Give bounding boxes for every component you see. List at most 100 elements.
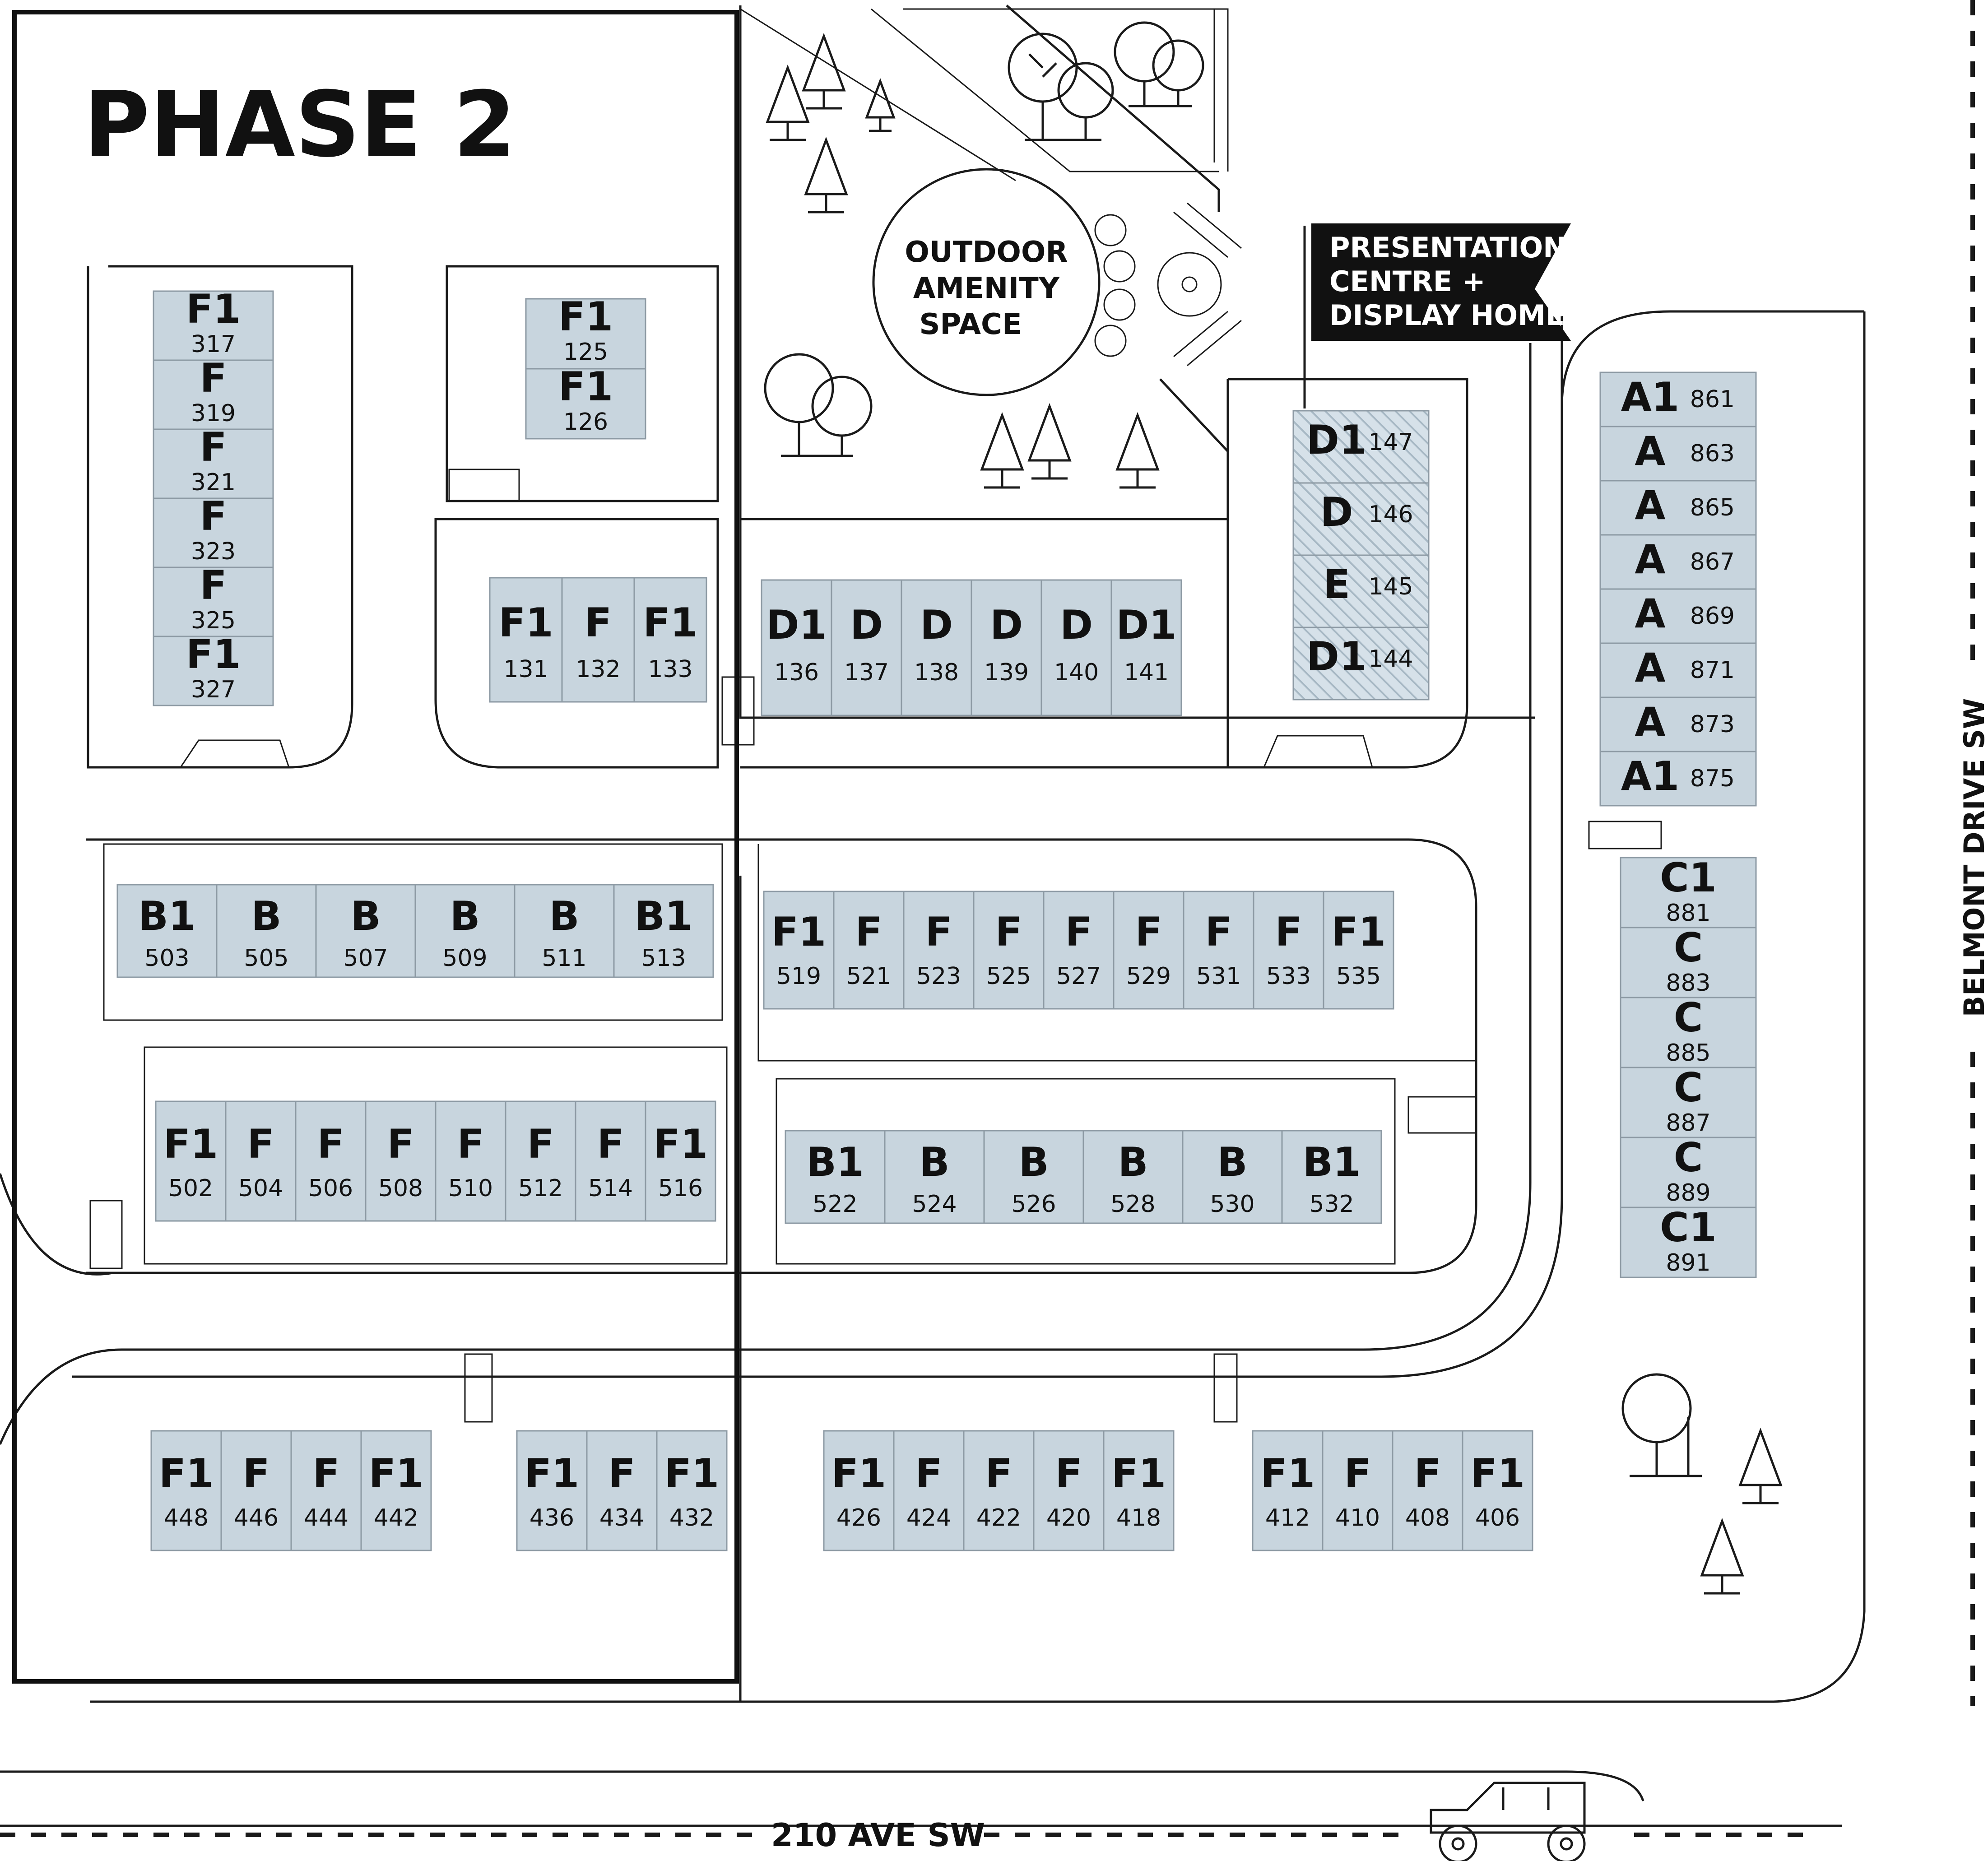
unit-type-label: C1	[1660, 1204, 1717, 1251]
unit-number-label: 519	[776, 963, 821, 990]
presentation-centre-flag: PRESENTATION CENTRE + DISPLAY HOMES	[1303, 223, 1585, 408]
unit-number-label: 323	[191, 538, 236, 565]
unit-block	[586, 1430, 658, 1551]
unit-block	[155, 1100, 227, 1222]
unit-number-label: 504	[238, 1175, 283, 1202]
unit-type-label: F	[608, 1450, 635, 1497]
unit-number-label: 442	[374, 1504, 418, 1531]
unit-number-label: 446	[234, 1504, 279, 1531]
unit-type-label: D1	[1306, 417, 1367, 463]
road-belmont-drive: BELMONT DRIVE SW	[1958, 0, 1988, 1706]
unit-type-label: F1	[1111, 1450, 1166, 1497]
unit-block	[1620, 1137, 1757, 1208]
unit-number-label: 145	[1368, 573, 1413, 600]
unit-type-label: F	[312, 1450, 339, 1497]
unit-number-label: 869	[1690, 603, 1735, 630]
unit-type-label: F1	[664, 1450, 719, 1497]
unit-number-label: 532	[1309, 1191, 1354, 1218]
unit-number-label: 321	[191, 469, 236, 496]
